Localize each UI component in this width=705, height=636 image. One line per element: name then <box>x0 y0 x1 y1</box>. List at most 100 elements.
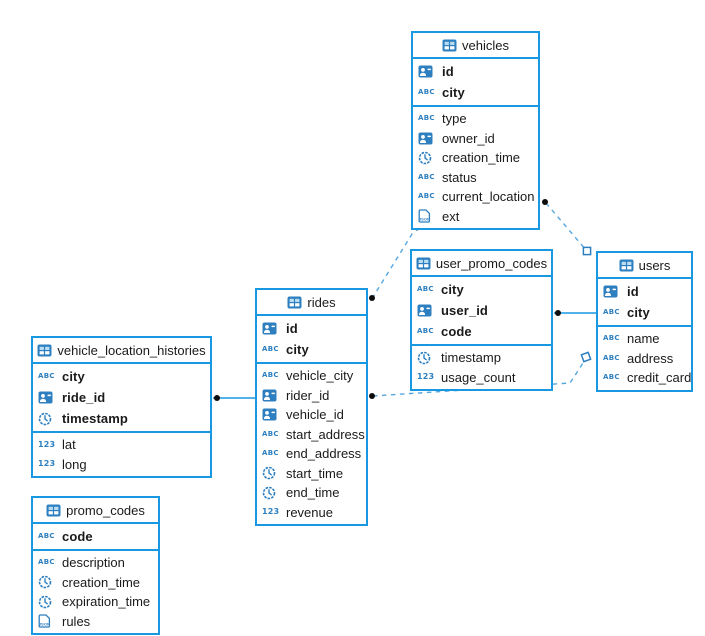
field-name: rules <box>62 613 91 629</box>
id-type-icon <box>417 304 436 317</box>
id-type-icon <box>262 408 281 421</box>
field-row-timestamp: timestamp <box>412 348 551 368</box>
columns-section: ABC description creation_time expiration_ti… <box>33 549 158 633</box>
id-type-icon <box>262 389 281 402</box>
field-row-city: ABC city <box>257 339 366 360</box>
field-name: timestamp <box>441 350 501 366</box>
field-name: vehicle_city <box>286 368 354 384</box>
string-type-icon: ABC <box>418 114 435 123</box>
field-name: ext <box>442 208 460 224</box>
field-name: creation_time <box>62 574 141 590</box>
svg-text:JSON: JSON <box>419 217 430 222</box>
string-type-icon: ABC <box>603 308 620 316</box>
field-name: revenue <box>286 504 333 520</box>
field-row-ext: JSON ext <box>413 207 538 227</box>
string-type-icon: ABC <box>418 192 435 201</box>
field-row-city: ABC city <box>598 302 691 323</box>
string-type-icon: ABC <box>38 372 55 380</box>
id-type-icon <box>38 391 57 404</box>
time-type-icon <box>38 575 57 589</box>
field-row-owner_id: owner_id <box>413 129 538 149</box>
string-type-icon: ABC <box>418 172 435 181</box>
field-name: usage_count <box>441 369 516 385</box>
field-name: id <box>442 64 454 79</box>
table-icon <box>287 296 302 309</box>
field-row-user_id: user_id <box>412 300 551 321</box>
field-name: code <box>62 529 93 544</box>
number-type-icon: 123 <box>38 459 56 469</box>
string-type-icon: ABC <box>603 334 620 343</box>
field-row-city: ABC city <box>33 366 210 387</box>
table-header-vehicle_location_histories[interactable]: vehicle_location_histories <box>33 338 210 364</box>
string-type-icon: ABC <box>262 371 279 380</box>
field-name: current_location <box>442 189 535 205</box>
one-end-marker <box>214 395 220 401</box>
field-row-revenue: 123 revenue <box>257 503 366 523</box>
time-type-icon <box>418 151 437 165</box>
table-title: vehicle_location_histories <box>57 342 206 358</box>
field-row-start_time: start_time <box>257 464 366 484</box>
number-type-icon: 123 <box>38 439 56 449</box>
table-title: user_promo_codes <box>435 255 548 271</box>
id-type-icon <box>418 65 437 78</box>
string-type-icon: ABC <box>38 532 55 540</box>
string-type-icon: ABC <box>262 449 279 458</box>
string-type-icon: ABC <box>262 345 279 353</box>
field-name: description <box>62 555 125 571</box>
field-name: code <box>441 324 472 339</box>
table-icon <box>416 257 431 270</box>
table-header-rides[interactable]: rides <box>257 290 366 316</box>
field-row-name: ABC name <box>598 329 691 349</box>
field-name: long <box>62 456 87 472</box>
string-type-icon: ABC <box>38 558 55 567</box>
table-header-vehicles[interactable]: vehicles <box>413 33 538 59</box>
table-header-users[interactable]: users <box>598 253 691 279</box>
field-name: city <box>441 282 464 297</box>
string-type-icon: ABC <box>603 373 620 382</box>
table-icon <box>46 504 61 517</box>
field-row-current_location: ABC current_location <box>413 187 538 207</box>
field-name: id <box>286 321 298 336</box>
time-type-icon <box>38 412 57 426</box>
field-row-expiration_time: expiration_time <box>33 592 158 612</box>
id-type-icon <box>603 285 622 298</box>
field-name: end_time <box>286 485 340 501</box>
field-row-usage_count: 123 usage_count <box>412 368 551 388</box>
field-row-rider_id: rider_id <box>257 386 366 406</box>
field-name: user_id <box>441 303 488 318</box>
table-header-user_promo_codes[interactable]: user_promo_codes <box>412 251 551 277</box>
field-name: credit_card <box>627 370 692 386</box>
field-name: name <box>627 331 660 347</box>
field-row-id: id <box>413 61 538 82</box>
table-icon <box>37 344 52 357</box>
field-row-code: ABC code <box>33 526 158 547</box>
field-name: id <box>627 284 639 299</box>
string-type-icon: ABC <box>603 353 620 362</box>
number-type-icon: 123 <box>417 372 435 382</box>
relationship-user_promo_codes-users <box>554 310 596 316</box>
table-icon <box>442 39 457 52</box>
table-title: rides <box>307 294 336 310</box>
field-name: city <box>62 369 85 384</box>
number-type-icon: 123 <box>262 507 280 517</box>
field-name: city <box>627 305 650 320</box>
field-name: city <box>286 342 309 357</box>
table-header-promo_codes[interactable]: promo_codes <box>33 498 158 524</box>
field-name: rider_id <box>286 387 330 403</box>
